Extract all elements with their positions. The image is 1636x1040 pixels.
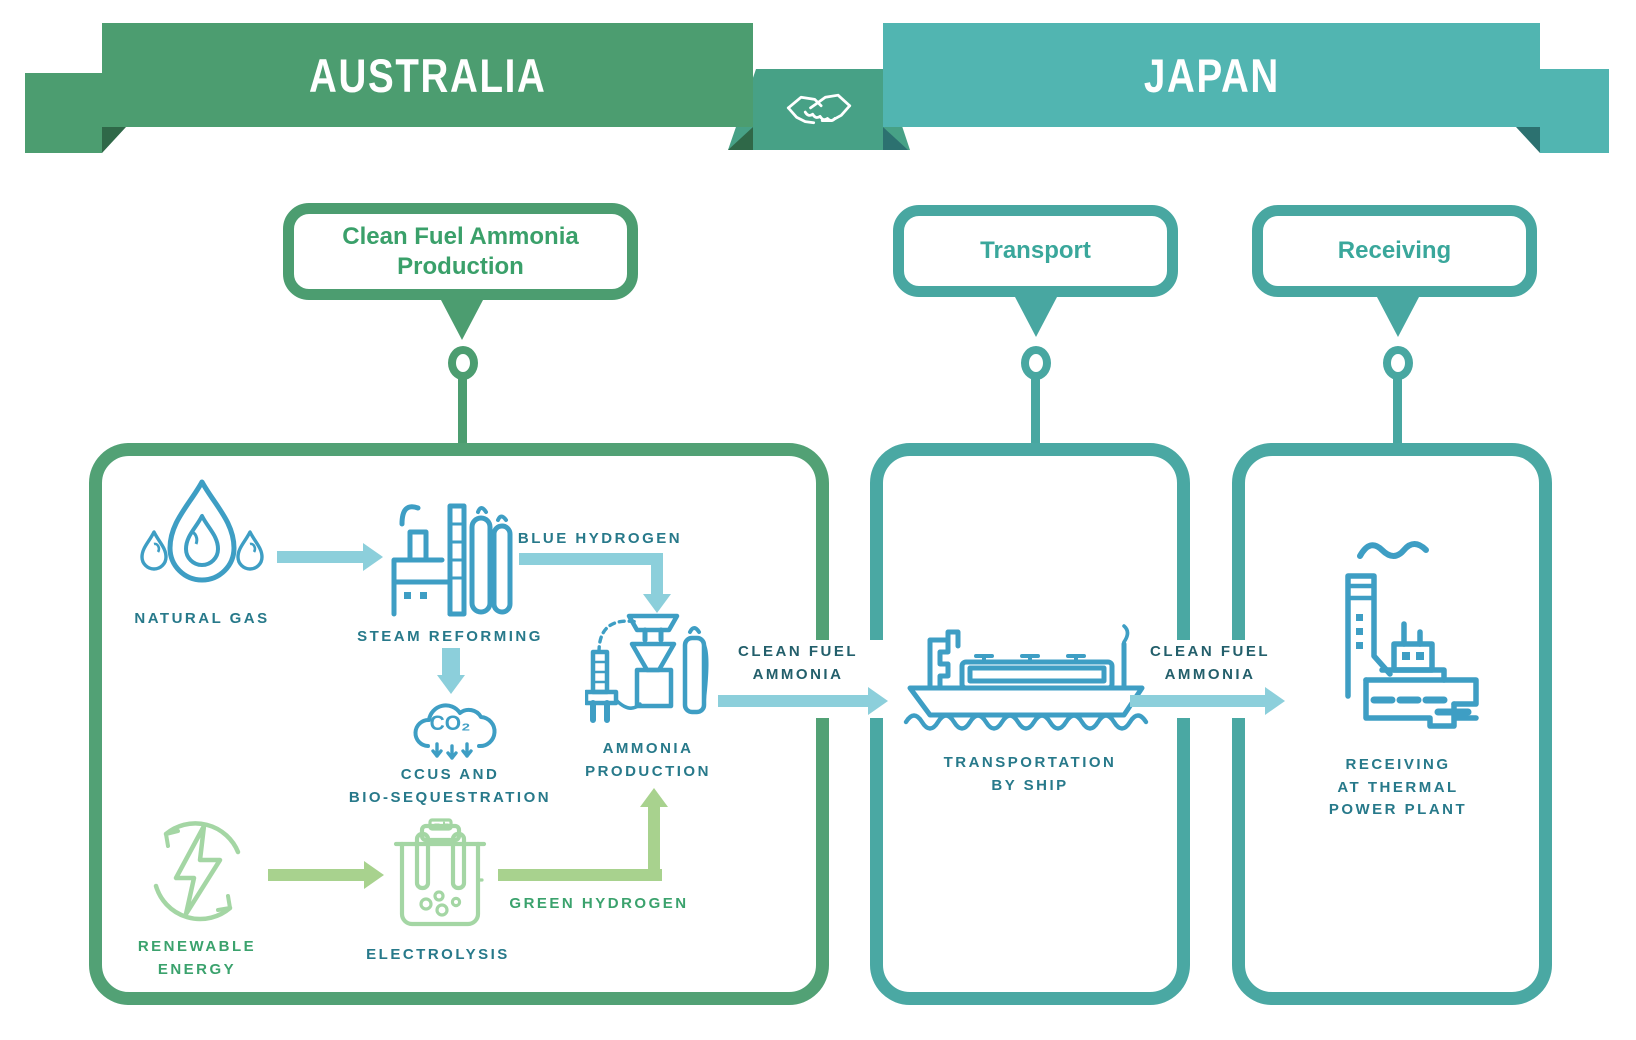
blue-hydrogen-arrow-horizontal <box>519 553 663 565</box>
receiving-at-thermal-power-plant-label: RECEIVING AT THERMAL POWER PLANT <box>1328 756 1468 818</box>
co2-cloud-icon: CO₂ <box>413 703 497 760</box>
callout-transport: Transport <box>893 205 1178 297</box>
connector-stem-transport <box>1031 378 1040 444</box>
australia-banner: AUSTRALIA <box>102 23 753 127</box>
ship-icon <box>903 624 1149 731</box>
receiving-box <box>1232 443 1552 1005</box>
australia-ribbon-fold-left <box>102 127 126 153</box>
connector-stem-production <box>458 378 467 444</box>
handshake-icon <box>786 93 852 124</box>
handshake-patch <box>728 69 910 150</box>
green-hydrogen-arrowhead <box>640 788 668 807</box>
callout-transport-pointer <box>1015 297 1057 337</box>
arrow-to-receiving <box>1130 687 1285 715</box>
arrow-gas-to-steam <box>277 543 383 571</box>
callout-receiving-pointer <box>1377 297 1419 337</box>
blue-hydrogen-arrowhead <box>643 594 671 613</box>
renewable-energy-icon <box>153 821 241 922</box>
ccus-label: CCUS AND BIO-SEQUESTRATION <box>348 766 552 806</box>
arrow-steam-to-ccus-head <box>437 675 465 694</box>
callout-production-pointer <box>441 300 483 340</box>
steam-reforming-label: STEAM REFORMING <box>357 628 543 645</box>
ammonia-plant-icon <box>585 613 709 723</box>
thermal-power-plant-icon <box>1345 541 1479 729</box>
japan-banner-label: JAPAN <box>1143 48 1280 102</box>
production-box <box>89 443 829 1005</box>
connector-ring-production <box>448 346 478 380</box>
blue-hydrogen-label: BLUE HYDROGEN <box>517 530 683 547</box>
green-hydrogen-label: GREEN HYDROGEN <box>509 895 689 912</box>
electrolysis-icon <box>393 818 487 927</box>
japan-ribbon-fold-right <box>1516 127 1540 153</box>
green-hydrogen-arrow-vertical <box>648 806 660 881</box>
japan-ribbon-tail <box>1540 69 1609 153</box>
clean-fuel-ammonia-label-1: CLEAN FUEL AMMONIA <box>738 643 858 683</box>
callout-receiving: Receiving <box>1252 205 1537 297</box>
arrow-to-transport <box>718 687 888 715</box>
natural-gas-label: NATURAL GAS <box>134 610 270 627</box>
callout-production-label: Clean Fuel Ammonia Production <box>342 222 579 280</box>
electrolysis-label: ELECTROLYSIS <box>366 946 510 963</box>
renewable-energy-label: RENEWABLE ENERGY <box>137 938 257 978</box>
callout-transport-label: Transport <box>980 237 1091 264</box>
steam-reforming-plant-icon <box>391 503 513 617</box>
arrow-steam-to-ccus <box>442 648 460 676</box>
japan-banner: JAPAN <box>883 23 1540 127</box>
australia-banner-label: AUSTRALIA <box>308 48 547 102</box>
co2-text: CO₂ <box>430 712 471 735</box>
green-hydrogen-arrow-horizontal <box>498 869 662 881</box>
australia-ribbon-tail <box>25 73 102 153</box>
connector-stem-receiving <box>1393 378 1402 444</box>
connector-ring-receiving <box>1383 346 1413 380</box>
clean-fuel-ammonia-label-2: CLEAN FUEL AMMONIA <box>1150 643 1270 683</box>
ammonia-production-label: AMMONIA PRODUCTION <box>585 740 711 780</box>
callout-production: Clean Fuel Ammonia Production <box>283 203 638 300</box>
arrow-renewable-to-electrolysis <box>268 861 384 889</box>
connector-ring-transport <box>1021 346 1051 380</box>
natural-gas-flame-icon <box>140 479 264 583</box>
blue-hydrogen-arrow-vertical <box>651 553 663 595</box>
transportation-by-ship-label: TRANSPORTATION BY SHIP <box>943 754 1117 794</box>
callout-receiving-label: Receiving <box>1337 237 1452 264</box>
